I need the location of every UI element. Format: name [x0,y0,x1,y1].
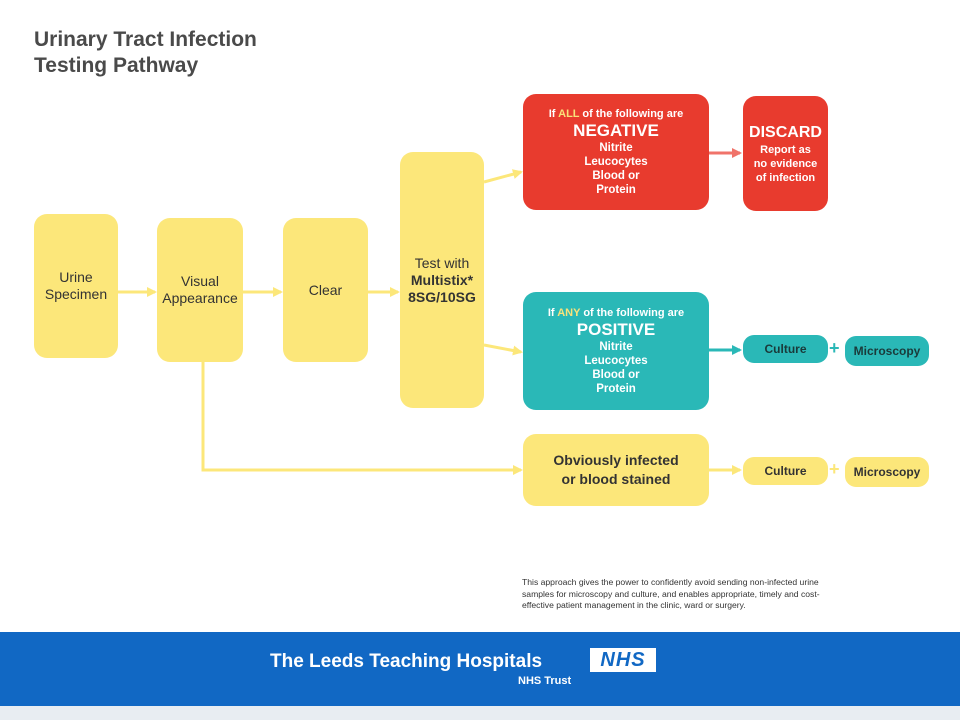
positive-item-leucocytes: Leucocytes [584,354,648,367]
visual-appearance-box: Visual Appearance [157,218,243,362]
title-line-2: Testing Pathway [34,54,199,77]
test-multistix-box: Test with Multistix* 8SG/10SG [400,152,484,408]
positive-result: POSITIVE [576,319,656,339]
obvious-line-1: Obviously infected [553,452,679,468]
negative-prefix: If [548,107,556,120]
positive-condition-box: If ANY of the following are POSITIVE Nit… [523,292,709,410]
nhs-logo: NHS [590,648,656,672]
urine-line-1: Urine [59,269,93,285]
negative-condition-box: If ALL of the following are NEGATIVE Nit… [523,94,709,210]
arrow-visual-to-obvious [201,362,523,475]
urine-specimen-box: Urine Specimen [34,214,118,358]
obvious-plus-icon: + [829,459,840,479]
positive-intro: If ANY of the following are [548,307,684,320]
discard-line-3: of infection [755,171,816,184]
arrow-test-to-negative [483,169,523,184]
negative-suffix: of the following are [582,107,684,120]
negative-result: NEGATIVE [573,120,659,140]
positive-keyword: ANY [557,306,581,319]
positive-plus-icon: + [829,338,840,358]
page-title: Urinary Tract Infection Testing Pathway [34,27,257,79]
test-line-3: 8SG/10SG [408,288,476,305]
arrow-test-to-positive [483,343,523,356]
clear-box: Clear [283,218,368,362]
negative-keyword: ALL [558,107,580,120]
obvious-microscopy-pill: Microscopy [845,457,929,487]
positive-item-nitrite: Nitrite [599,340,633,353]
positive-item-protein: Protein [596,382,636,395]
positive-suffix: of the following are [583,306,685,319]
discard-title: DISCARD [749,123,822,141]
positive-item-blood: Blood or [592,368,640,381]
negative-item-protein: Protein [596,183,636,196]
organisation-name: The Leeds Teaching Hospitals [270,651,543,672]
footer-bottom-strip [0,706,960,720]
negative-item-nitrite: Nitrite [599,141,633,154]
visual-line-2: Appearance [162,290,238,306]
footnote-text: This approach gives the power to confide… [522,577,820,610]
positive-prefix: If [547,306,555,319]
positive-microscopy-pill: Microscopy [845,336,929,366]
negative-item-leucocytes: Leucocytes [584,155,648,168]
clear-label: Clear [308,281,343,298]
positive-culture-pill: Culture [743,335,828,363]
test-line-2: Multistix* [410,271,474,288]
test-line-1: Test with [414,254,470,271]
discard-line-1: Report as [760,143,811,156]
obvious-line-2: or blood stained [561,471,671,487]
obvious-culture-pill: Culture [743,457,828,485]
title-line-1: Urinary Tract Infection [34,28,257,51]
discard-line-2: no evidence [753,157,818,170]
trust-label: NHS Trust [518,675,572,687]
obviously-infected-box: Obviously infected or blood stained [523,434,709,506]
discard-box: DISCARD Report as no evidence of infecti… [743,96,828,211]
negative-intro: If ALL of the following are [549,108,683,121]
negative-item-blood: Blood or [592,169,640,182]
urine-line-2: Specimen [44,286,108,302]
visual-line-1: Visual [181,273,219,289]
footer-banner [0,632,960,706]
